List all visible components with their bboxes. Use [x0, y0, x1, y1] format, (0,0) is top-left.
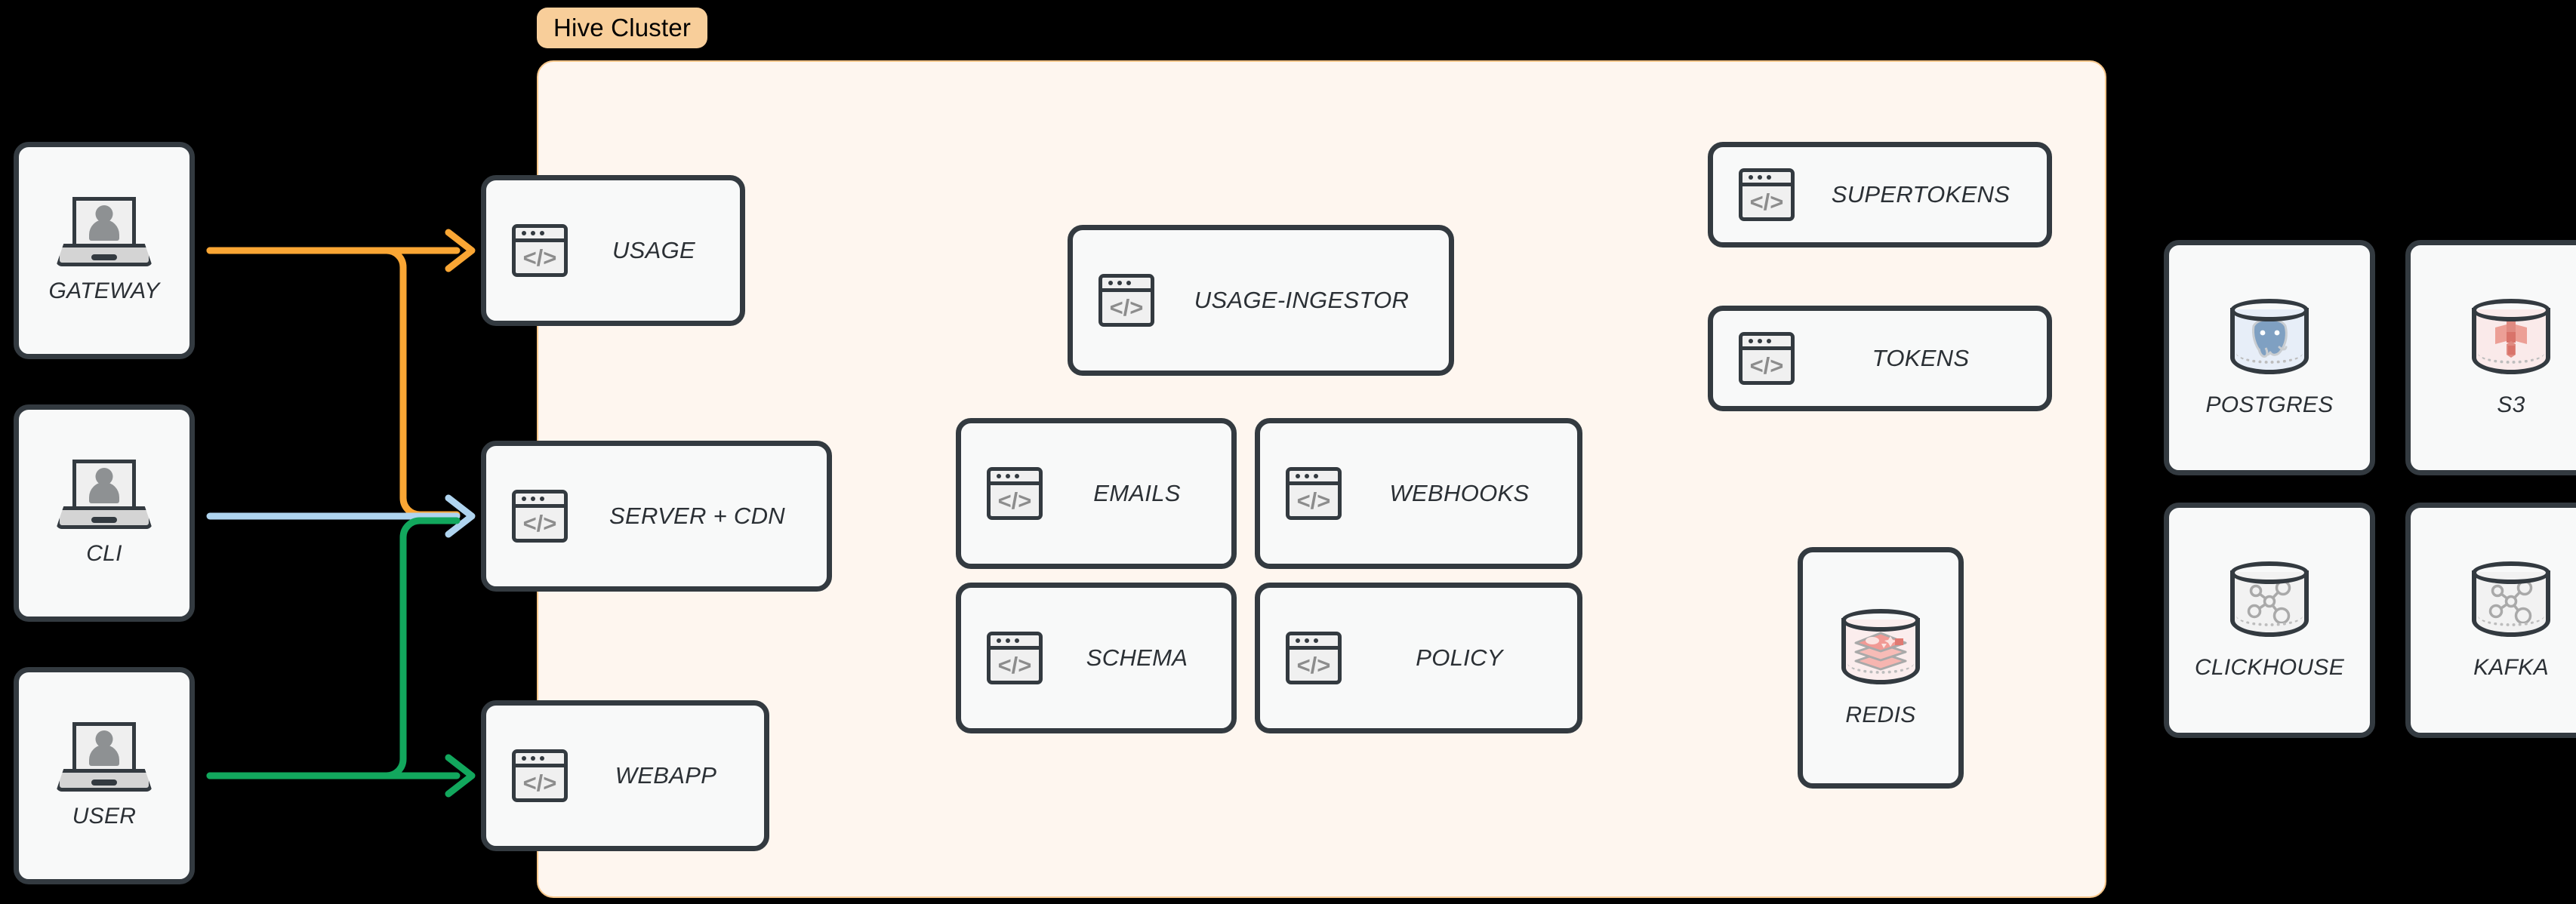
service-label-emails: EMAILS	[1093, 480, 1181, 506]
service-node-webhooks[interactable]: </> WEBHOOKS	[1255, 418, 1582, 569]
datastore-label-redis: REDIS	[1845, 703, 1916, 727]
service-node-tokens[interactable]: </> TOKENS	[1708, 306, 2052, 411]
edge-user-server	[206, 517, 461, 779]
code-window-icon: </>	[987, 632, 1043, 684]
service-label-supertokens: SUPERTOKENS	[1831, 181, 2011, 208]
client-node-gateway[interactable]: GATEWAY	[14, 142, 195, 359]
postgres-database-icon	[2227, 297, 2312, 380]
client-label-gateway: GATEWAY	[48, 278, 160, 303]
service-label-usage: USAGE	[612, 237, 696, 263]
code-window-icon: </>	[512, 490, 568, 543]
kafka-database-icon	[2469, 560, 2553, 643]
s3-database-icon	[2469, 297, 2553, 380]
datastore-label-s3: S3	[2497, 392, 2525, 417]
code-window-icon: </>	[1098, 274, 1154, 327]
service-label-webapp: WEBAPP	[615, 762, 717, 789]
arrowhead-webapp	[445, 754, 476, 798]
client-label-user: USER	[72, 804, 137, 829]
service-node-usage-ingestor[interactable]: </> USAGE-INGESTOR	[1068, 225, 1454, 376]
client-node-cli[interactable]: CLI	[14, 404, 195, 622]
hive-cluster-badge-label: Hive Cluster	[553, 14, 692, 42]
service-node-server-cdn[interactable]: </> SERVER + CDN	[481, 441, 832, 592]
service-node-webapp[interactable]: </> WEBAPP	[481, 700, 769, 851]
client-label-cli: CLI	[86, 541, 122, 566]
datastore-label-postgres: POSTGRES	[2205, 392, 2334, 417]
datastore-label-kafka: KAFKA	[2473, 655, 2549, 680]
service-label-usage-ingestor: USAGE-INGESTOR	[1194, 287, 1410, 313]
service-node-supertokens[interactable]: </> SUPERTOKENS	[1708, 142, 2052, 248]
arrowhead-server	[445, 494, 476, 538]
code-window-icon: </>	[1286, 467, 1342, 520]
service-label-webhooks: WEBHOOKS	[1389, 480, 1530, 506]
datastore-node-kafka[interactable]: KAFKA	[2405, 503, 2576, 738]
service-node-usage[interactable]: </> USAGE	[481, 175, 745, 326]
code-window-icon: </>	[1739, 332, 1795, 385]
service-node-emails[interactable]: </> EMAILS	[956, 418, 1237, 569]
laptop-icon	[56, 197, 153, 266]
arrowhead-usage	[445, 229, 476, 272]
service-label-server-cdn: SERVER + CDN	[609, 503, 785, 529]
code-window-icon: </>	[512, 224, 568, 277]
datastore-label-clickhouse: CLICKHOUSE	[2194, 655, 2345, 680]
redis-database-icon	[1838, 607, 1923, 690]
service-node-policy[interactable]: </> POLICY	[1255, 583, 1582, 733]
service-label-policy: POLICY	[1416, 644, 1503, 671]
datastore-node-postgres[interactable]: POSTGRES	[2164, 240, 2375, 475]
laptop-icon	[56, 460, 153, 529]
client-node-user[interactable]: USER	[14, 667, 195, 884]
hive-cluster-badge: Hive Cluster	[537, 8, 708, 48]
code-window-icon: </>	[1286, 632, 1342, 684]
laptop-icon	[56, 722, 153, 792]
edge-gateway-server	[206, 247, 461, 518]
code-window-icon: </>	[987, 467, 1043, 520]
service-node-schema[interactable]: </> SCHEMA	[956, 583, 1237, 733]
service-label-schema: SCHEMA	[1086, 644, 1188, 671]
datastore-node-redis[interactable]: REDIS	[1798, 547, 1964, 789]
datastore-node-s3[interactable]: S3	[2405, 240, 2576, 475]
code-window-icon: </>	[1739, 168, 1795, 221]
service-label-tokens: TOKENS	[1872, 345, 1970, 371]
code-window-icon: </>	[512, 749, 568, 802]
datastore-node-clickhouse[interactable]: CLICKHOUSE	[2164, 503, 2375, 738]
clickhouse-database-icon	[2227, 560, 2312, 643]
